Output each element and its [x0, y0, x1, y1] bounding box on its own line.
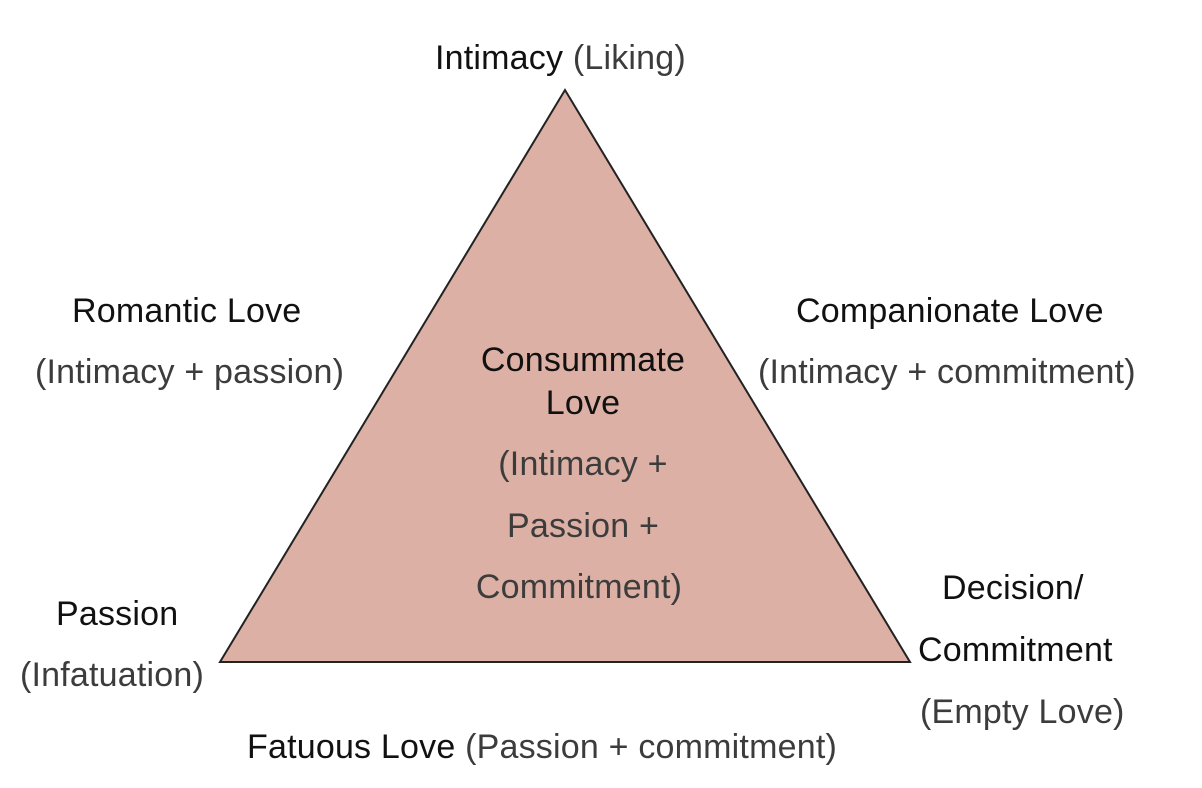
bottom-edge-label: Fatuous Love (Passion + commitment): [247, 727, 837, 767]
romantic-love-note: (Intimacy + passion): [35, 353, 345, 391]
consummate-note-line1: (Intimacy +: [498, 445, 668, 483]
infatuation-note: (Infatuation): [20, 656, 205, 694]
intimacy-label: Intimacy: [435, 39, 564, 77]
romantic-love-label: Romantic Love: [72, 292, 302, 330]
companionate-love-label: Companionate Love: [796, 292, 1104, 330]
commitment-label: Commitment: [918, 631, 1113, 669]
liking-note: (Liking): [572, 39, 686, 77]
consummate-note-line2: Passion +: [506, 507, 660, 545]
companionate-love-note: (Intimacy + commitment): [758, 353, 1136, 391]
empty-love-note: (Empty Love): [920, 693, 1125, 731]
decision-label: Decision/: [942, 569, 1084, 607]
fatuous-love-label: Fatuous Love: [247, 728, 456, 766]
top-vertex-label: Intimacy (Liking): [435, 38, 686, 78]
triangle-polygon: [218, 88, 912, 663]
consummate-love-line2: Love: [545, 384, 621, 422]
passion-label: Passion: [56, 595, 179, 633]
consummate-note-line3: Commitment): [475, 568, 683, 606]
fatuous-love-note: (Passion + commitment): [465, 728, 837, 766]
consummate-love-line1: Consummate: [480, 341, 686, 379]
